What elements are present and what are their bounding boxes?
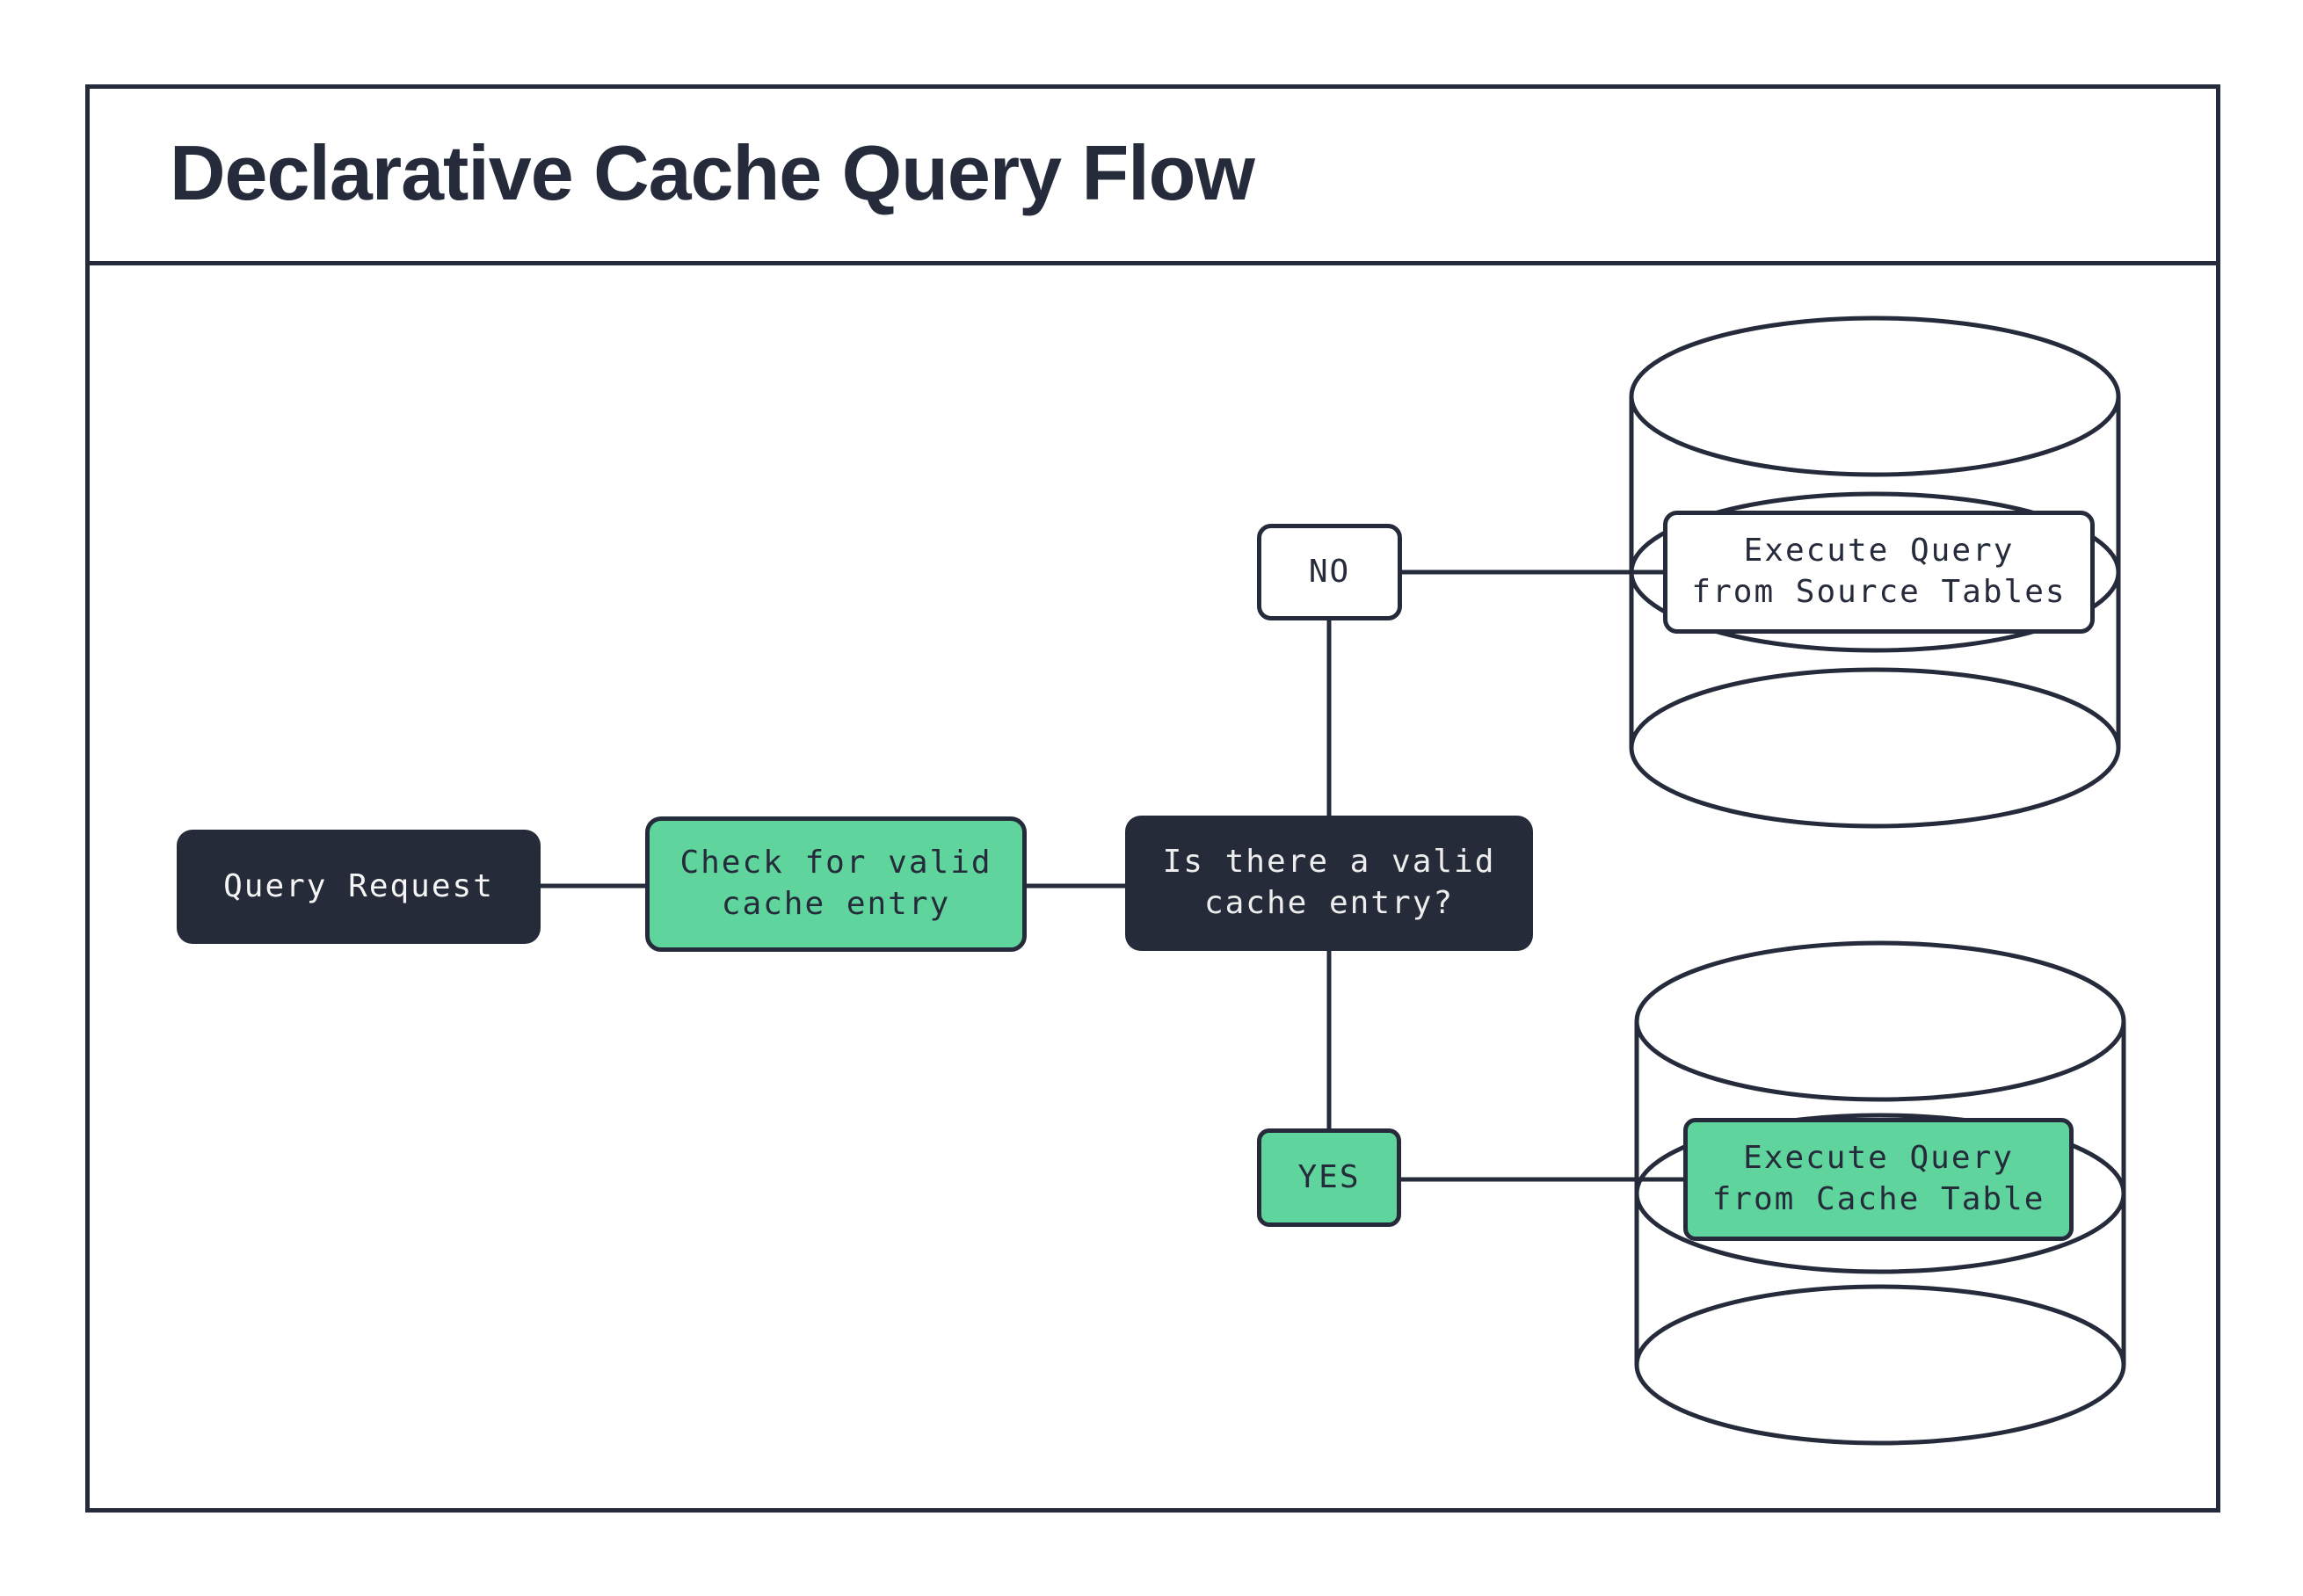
diagram-frame <box>85 84 2220 1513</box>
source-database-icon <box>1629 316 2121 829</box>
node-query-request: Query Request <box>177 830 541 944</box>
node-cache-db-label: Execute Query from Cache Table <box>1683 1118 2074 1241</box>
node-check-cache: Check for valid cache entry <box>645 816 1027 952</box>
node-source-db-label: Execute Query from Source Tables <box>1663 511 2095 634</box>
page-title: Declarative Cache Query Flow <box>170 128 1255 216</box>
diagram-header: Declarative Cache Query Flow <box>85 84 2220 265</box>
node-decision: Is there a valid cache entry? <box>1125 816 1533 951</box>
node-branch-no: NO <box>1257 524 1402 620</box>
cache-database-icon <box>1634 940 2126 1446</box>
node-branch-yes: YES <box>1257 1128 1401 1227</box>
